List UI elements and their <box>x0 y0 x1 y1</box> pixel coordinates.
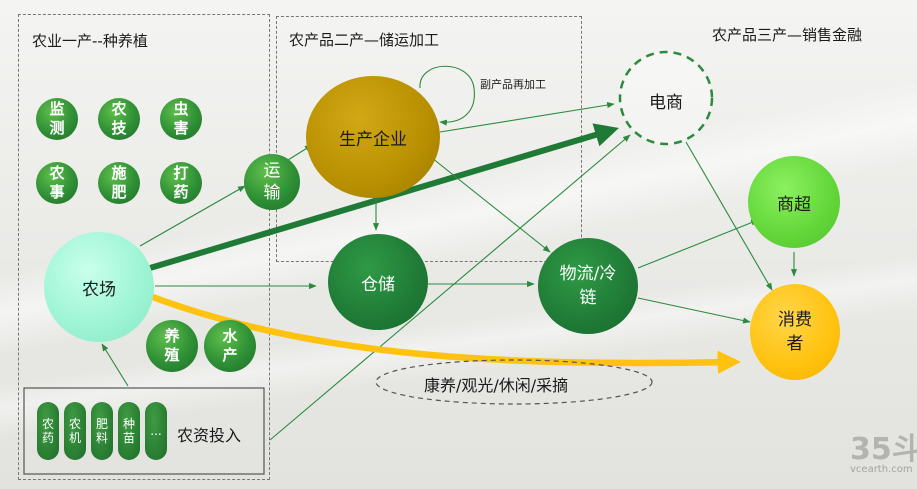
arrow-inputs-farm <box>101 343 129 387</box>
input-item-seedlings: 种苗 <box>118 402 140 460</box>
primary-industry-region <box>18 14 270 480</box>
arrow-logistics-supermarket <box>637 219 759 269</box>
input-item-fertilizer: 肥料 <box>91 402 113 460</box>
farm-service-spray: 打药 <box>160 162 202 204</box>
arrow-farm-ecommerce <box>149 123 619 271</box>
farm-service-affairs: 农事 <box>36 162 78 204</box>
logistics-node: 物流/冷链 <box>538 238 638 334</box>
farm-service-pest: 虫害 <box>160 98 202 140</box>
ecommerce-ring <box>618 50 714 146</box>
secondary-industry-title: 农产品二产—储运加工 <box>289 31 440 49</box>
arrow-producer-loop <box>419 65 475 126</box>
transport-node: 运输 <box>244 154 300 210</box>
watermark-site: vcearth.com <box>850 464 913 475</box>
arrow-farm-transport <box>139 185 246 247</box>
arrow-producer-logistics <box>431 157 551 253</box>
inputs-title: 农资投入 <box>177 426 242 445</box>
consumer-node: 消费者 <box>750 284 840 380</box>
farm-service-monitoring: 监测 <box>36 98 78 140</box>
primary-industry-title: 农业一产--种养植 <box>32 32 148 50</box>
arrow-farm-consumer <box>148 292 742 375</box>
farm-node: 农场 <box>44 232 154 342</box>
producer-node: 生产企业 <box>306 76 440 198</box>
warehouse-node: 仓储 <box>328 234 428 330</box>
livestock-node: 养殖 <box>146 320 198 372</box>
aquatic-node: 水产 <box>204 320 256 372</box>
arrow-logistics-consumer <box>637 297 751 324</box>
ecommerce-label: 电商 <box>649 93 683 113</box>
farm-service-technique: 农技 <box>98 98 140 140</box>
watermark-brand: 35斗 <box>850 432 917 467</box>
input-item-more: ... <box>145 402 167 460</box>
arrow-producer-ecommerce <box>439 102 615 133</box>
leisure-label: 康养/观光/休闲/采摘 <box>424 376 569 395</box>
arrow-inputs-ecommerce <box>269 134 631 441</box>
inputs-box <box>23 387 265 475</box>
input-item-pesticide: 农药 <box>37 402 59 460</box>
supermarket-node: 商超 <box>748 156 840 248</box>
farm-service-fertilize: 施肥 <box>98 162 140 204</box>
input-item-machinery: 农机 <box>64 402 86 460</box>
tertiary-industry-title: 农产品三产—销售金融 <box>712 26 863 44</box>
byproduct-label: 副产品再加工 <box>480 78 546 91</box>
arrow-ecommerce-consumer <box>685 141 773 291</box>
leisure-ellipse <box>375 359 653 405</box>
